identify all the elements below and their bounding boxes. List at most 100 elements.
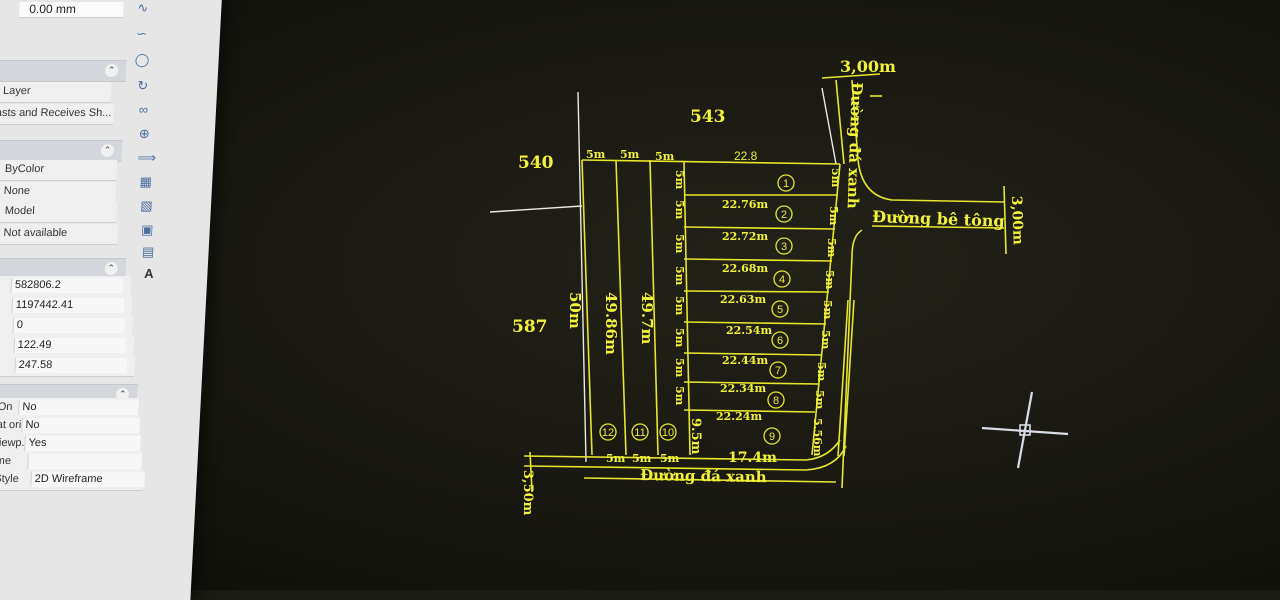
move-icon[interactable]: ⊕ — [138, 126, 151, 141]
lot-length-9: 22.24m — [716, 410, 762, 423]
left-width-3: 5m — [673, 234, 686, 254]
lot-length-5: 22.63m — [720, 293, 766, 306]
lot-length-6: 22.54m — [726, 324, 772, 337]
row-none[interactable]: None — [0, 182, 117, 203]
right-width-1: 5m — [829, 168, 842, 188]
section-general-header[interactable]: ⌃ — [0, 60, 127, 82]
top-frontage-1: 5m — [586, 148, 606, 161]
lot-number-8: 8 — [773, 395, 779, 407]
revision-cloud-icon[interactable]: ↻ — [136, 78, 149, 93]
bottom-length: 17.4m — [728, 450, 777, 466]
layer-value: Layer — [2, 85, 31, 97]
row-geom-5[interactable]: 247.58 — [0, 356, 136, 377]
row-geom-4[interactable]: 122.49 — [0, 336, 135, 357]
left-width-7: 5m — [673, 358, 686, 378]
lot-length-8: 22.34m — [720, 382, 766, 395]
misc-value-4[interactable] — [27, 454, 142, 469]
lot-number-7: 7 — [775, 365, 781, 377]
section-3d-header[interactable]: ⌃ — [0, 140, 123, 162]
lot-number-12: 12 — [602, 427, 614, 439]
road-concrete-width: 3,00m — [1008, 196, 1026, 246]
thickness-value[interactable]: 0.00 mm — [18, 2, 124, 18]
left-width-6: 5m — [673, 328, 686, 348]
geom-value-5[interactable]: 247.58 — [14, 358, 128, 373]
link-icon[interactable]: ∞ — [138, 102, 149, 117]
row-shadow[interactable]: asts and Receives Sh... — [0, 104, 115, 125]
left-width-5: 5m — [673, 296, 686, 316]
misc-label-5: al Style — [0, 473, 20, 485]
row-not-available[interactable]: Not available — [0, 224, 119, 245]
lot-number-9: 9 — [769, 431, 775, 443]
road-right-name: Đường đá xanh — [844, 82, 866, 209]
row-geom-2[interactable]: 1197442.41 — [0, 296, 133, 317]
right-width-8: 5m — [813, 390, 826, 410]
lot-number-11: 11 — [634, 427, 645, 439]
lot-length-7: 22.44m — [722, 354, 768, 367]
material-value: ByColor — [4, 163, 45, 175]
properties-palette[interactable]: 0.00 mm ⌃ Layer asts and Receives Sh... … — [0, 0, 222, 600]
left-width-8: 5m — [673, 386, 686, 406]
geom-value-4[interactable]: 122.49 — [13, 338, 127, 353]
misc-value-5[interactable]: 2D Wireframe — [30, 472, 146, 487]
geom-value-3[interactable]: 0 — [12, 318, 126, 333]
lot-number-5: 5 — [777, 304, 783, 316]
none-value: None — [3, 185, 31, 197]
vertical-length-50: 50m — [566, 292, 584, 329]
right-width-9: 5.56m — [811, 418, 824, 457]
right-width-3: 5m — [825, 238, 838, 258]
lot-length-3: 22.72m — [722, 230, 768, 243]
lot-number-4: 4 — [779, 274, 785, 286]
row-geom-3[interactable]: 0 — [0, 316, 134, 337]
row-model[interactable]: Model — [0, 202, 118, 223]
lot9-width: 9.5m — [688, 418, 703, 455]
lot-length-2: 22.76m — [722, 198, 768, 211]
road-bottom-name: Đường đá xanh — [640, 466, 767, 486]
curve-icon[interactable]: ∿ — [137, 0, 149, 15]
lot-number-3: 3 — [781, 241, 787, 253]
row-layer[interactable]: Layer — [0, 82, 112, 103]
row-misc-5[interactable]: al Style 2D Wireframe — [0, 470, 146, 491]
boundary-lines — [489, 87, 837, 463]
bottom-frontage-2: 5m — [632, 452, 652, 465]
parcel-543: 543 — [690, 107, 726, 127]
geom-value-2[interactable]: 1197442.41 — [11, 298, 125, 313]
left-widths: 5m 5m 5m 5m 5m 5m 5m 5m — [673, 170, 686, 406]
lot-lines — [523, 73, 1007, 493]
misc-value-2[interactable]: No — [21, 418, 140, 433]
left-width-4: 5m — [673, 266, 686, 286]
road-top-width: 3,00m — [840, 57, 896, 76]
vertical-length-49-86: 49.86m — [602, 292, 620, 355]
misc-value-3[interactable]: Yes — [24, 436, 141, 451]
vertical-length-49-7: 49.7m — [638, 292, 656, 345]
not-available-value: Not available — [3, 227, 68, 239]
road-bottom-width: 3,50m — [520, 470, 535, 516]
draw-toolbar: ∿ ∽ ◯ ↻ ∞ ⊕ ⟹ ▦ ▧ ▣ ▤ A — [100, 0, 164, 296]
region-icon[interactable]: ▣ — [140, 222, 154, 237]
bottom-frontage-3: 5m — [660, 452, 680, 465]
bottom-frontage-1: 5m — [606, 452, 626, 465]
right-width-2: 5m — [827, 206, 840, 226]
top-frontage-2: 5m — [620, 148, 640, 161]
right-width-6: 5m — [819, 330, 832, 350]
left-width-1: 5m — [673, 170, 686, 190]
copy-icon[interactable]: ⟹ — [137, 150, 157, 165]
right-widths: 5m 5m 5m 5m 5m 5m 5m 5m 5.56m — [811, 168, 842, 457]
polyline-icon[interactable]: ∽ — [135, 26, 148, 41]
parcel-587: 587 — [512, 317, 548, 337]
lot-lengths: 22.76m 22.72m 22.68m 22.63m 22.54m 22.44… — [716, 198, 772, 423]
misc-label-1: on On — [0, 401, 13, 413]
top-length: 22.8 — [734, 149, 758, 163]
right-width-5: 5m — [821, 300, 834, 320]
circle-icon[interactable]: ◯ — [134, 52, 150, 67]
row-material[interactable]: ByColor — [0, 160, 118, 181]
hatch-icon[interactable]: ▦ — [139, 174, 153, 189]
gradient-icon[interactable]: ▧ — [139, 198, 154, 213]
table-icon[interactable]: ▤ — [141, 244, 155, 259]
crosshair-cursor-icon — [981, 391, 1069, 469]
right-width-7: 5m — [815, 362, 828, 382]
text-icon[interactable]: A — [143, 266, 155, 281]
misc-value-1[interactable]: No — [18, 400, 139, 415]
left-width-2: 5m — [673, 200, 686, 220]
lot-number-1: 1 — [783, 178, 789, 190]
